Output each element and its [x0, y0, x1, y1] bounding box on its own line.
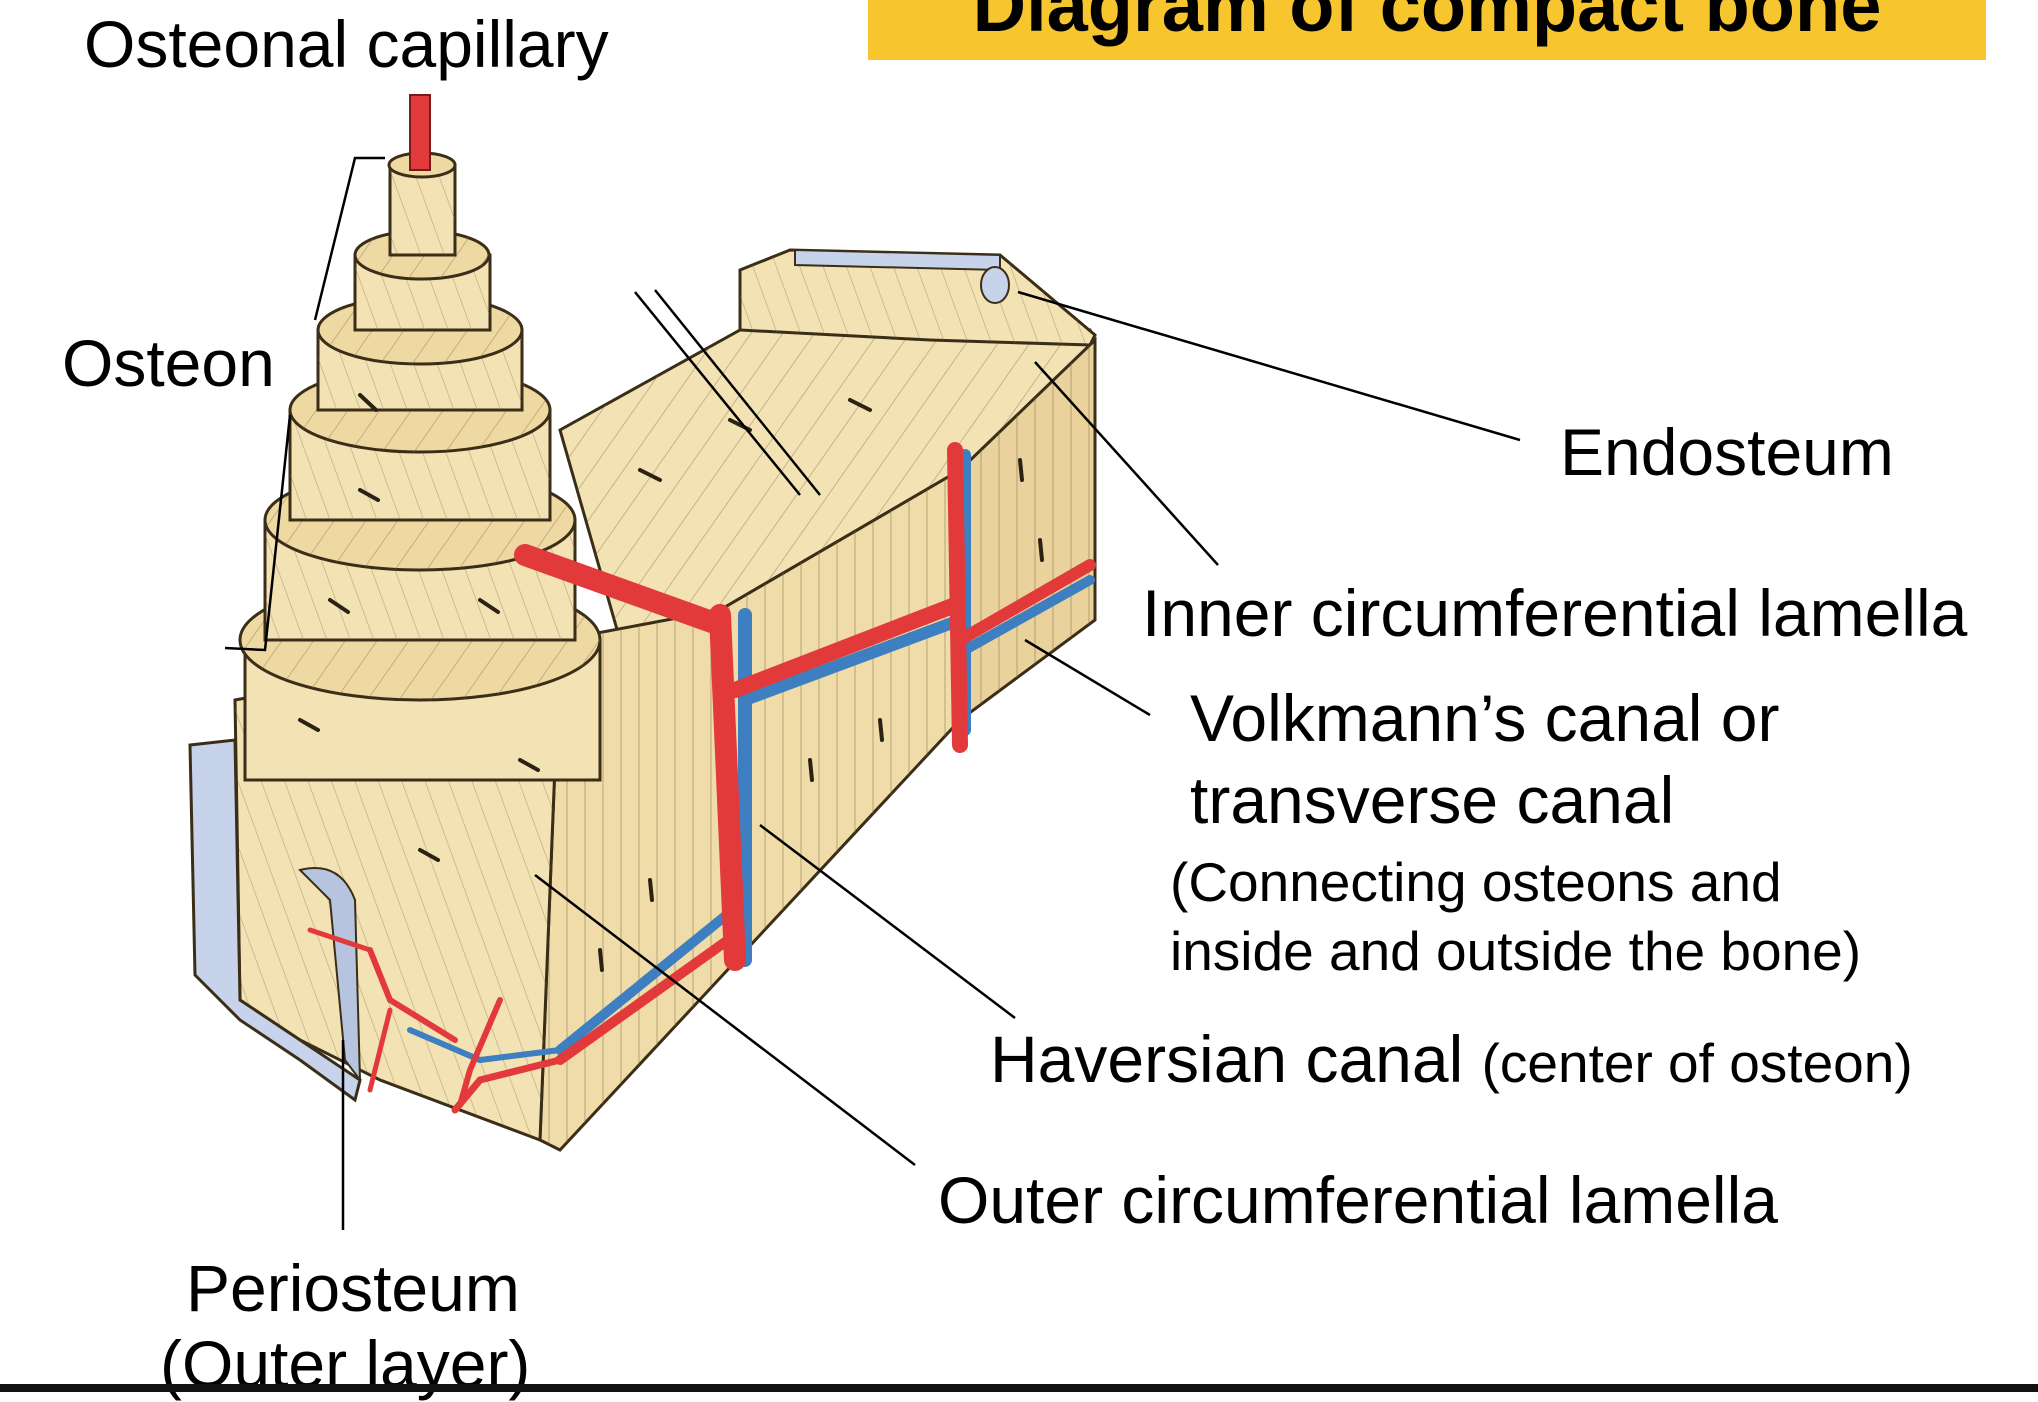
leader-lines — [224, 156, 1521, 1230]
osteocyte-marks — [298, 393, 1044, 972]
label-volkmanns-canal-line1: Volkmann’s canal or — [1190, 681, 1780, 755]
veins — [407, 449, 1095, 1064]
label-periosteum-line1: Periosteum — [186, 1251, 520, 1325]
label-volkmanns-note-line1: (Connecting osteons and — [1170, 851, 1782, 913]
leader-inner-lamella — [1034, 361, 1219, 566]
label-outer-circumferential-lamella: Outer circumferential lamella — [938, 1163, 1778, 1237]
label-volkmanns-canal-line2: transverse canal — [1190, 763, 1675, 837]
leader-haversian — [759, 824, 1016, 1019]
osteon-stack — [238, 151, 602, 782]
title-banner: Diagram of compact bone — [868, 0, 1986, 60]
osteonal-capillary — [409, 94, 431, 171]
haversian-canal-text: Haversian canal — [990, 1022, 1464, 1096]
label-osteon: Osteon — [62, 326, 275, 400]
page-title: Diagram of compact bone — [972, 0, 1882, 47]
label-volkmanns-note-line2: inside and outside the bone) — [1170, 920, 1862, 982]
leader-osteon — [313, 156, 385, 321]
bottom-bar — [0, 1384, 2038, 1392]
leader-volkmann — [1024, 638, 1151, 717]
leader-outer-lamella — [534, 874, 916, 1166]
endosteum-layer — [794, 248, 1010, 304]
label-endosteum: Endosteum — [1560, 415, 1894, 489]
haversian-note: (center of osteon) — [1481, 1032, 1913, 1094]
leader-endosteum — [1017, 290, 1521, 442]
periosteum-layer — [188, 738, 362, 1103]
arteries — [307, 442, 1096, 1114]
label-inner-circumferential-lamella: Inner circumferential lamella — [1142, 576, 1968, 650]
label-osteonal-capillary: Osteonal capillary — [84, 7, 609, 81]
label-haversian-canal: Haversian canal (center of osteon) — [990, 1021, 1913, 1101]
leader-osteon-lower — [224, 414, 292, 652]
